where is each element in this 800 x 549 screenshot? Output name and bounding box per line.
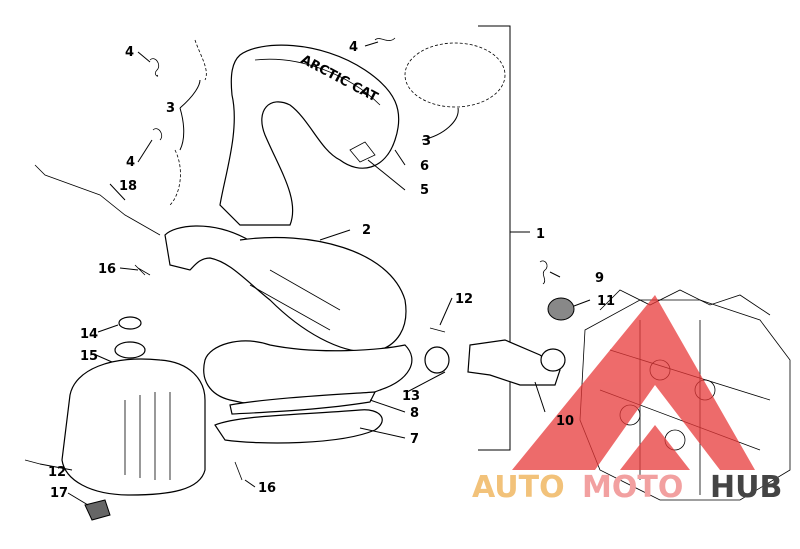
callout-7: 7: [410, 432, 419, 447]
gasket-13: [424, 346, 450, 374]
callout-4-mid: 4: [126, 155, 135, 170]
lower-shield-7: [214, 409, 383, 444]
callout-labels: 1 2 3 3 4 4 4 5 6 7 8 9 10 11 12 12 13 1…: [48, 40, 615, 501]
callout-15: 15: [80, 349, 98, 364]
callout-18: 18: [119, 179, 137, 194]
callout-3-right: 3: [422, 134, 431, 149]
spring-9: [539, 260, 548, 285]
callout-1: 1: [536, 227, 545, 242]
chain-clamps: [169, 39, 506, 206]
callout-2: 2: [362, 223, 371, 238]
callout-8: 8: [410, 406, 419, 421]
callout-16-bottom: 16: [258, 481, 276, 496]
manifold-10: [467, 339, 561, 386]
callout-5: 5: [420, 183, 429, 198]
callout-6: 6: [420, 159, 429, 174]
leader-lines: [39, 41, 591, 506]
callout-4-right: 4: [349, 40, 358, 55]
watermark-text: AUTO MOTO HUB: [472, 470, 782, 505]
callout-13: 13: [402, 389, 420, 404]
callout-12-bottom: 12: [48, 465, 66, 480]
callout-17: 17: [50, 486, 68, 501]
callout-11: 11: [597, 294, 615, 309]
callout-14: 14: [80, 327, 98, 342]
gasket-14: [118, 316, 142, 330]
plug-11: [547, 297, 575, 321]
expansion-chamber: [164, 225, 413, 408]
watermark-logo: [512, 295, 755, 470]
muffler: [61, 341, 206, 496]
watermark-part3: HUB: [710, 470, 782, 505]
sensor-cable-18: [34, 164, 161, 236]
callout-10: 10: [556, 414, 574, 429]
callout-3-left: 3: [166, 101, 175, 116]
callout-16-left: 16: [98, 262, 116, 277]
callout-12-top: 12: [455, 292, 473, 307]
watermark-part1: AUTO: [472, 470, 565, 505]
callout-9: 9: [595, 271, 604, 286]
clip-17: [84, 499, 111, 521]
springs: [24, 37, 446, 481]
heat-shield: ARCTIC CAT: [219, 44, 400, 226]
lower-shield-8: [229, 391, 377, 415]
callout-4-top: 4: [125, 45, 134, 60]
watermark-part2: MOTO: [582, 470, 683, 505]
